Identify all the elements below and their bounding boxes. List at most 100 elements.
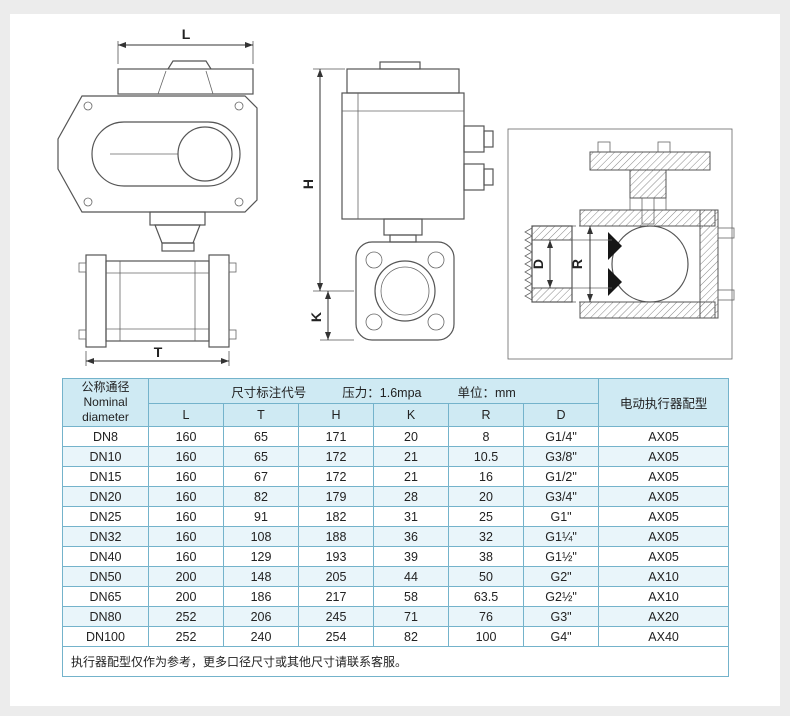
cell-dn: DN8 [62,426,149,447]
cell-L: 252 [148,606,224,627]
nominal-en-2: diameter [82,410,129,424]
bolt-head [228,329,237,340]
seat-seal [608,268,622,296]
side-view-drawing: H K [300,61,494,341]
cell-K: 82 [373,626,449,647]
mount-bracket [154,224,201,244]
cell-K: 31 [373,506,449,527]
col-header-l: L [148,403,224,427]
cell-K: 21 [373,466,449,487]
cell-T: 186 [223,586,299,607]
cell-R: 16 [448,466,524,487]
cell-L: 160 [148,426,224,447]
dim-letters-row: L T H K R D [63,403,729,427]
cover-detail-line [157,70,167,95]
mount-plate [149,211,206,226]
actuator-top-bump [167,60,212,70]
cell-H: 205 [298,566,374,587]
flange-bore-outer [374,260,436,322]
cell-actuator: AX10 [598,586,730,607]
cell-D: G3" [522,606,600,627]
cell-actuator: AX05 [598,446,730,467]
mount-plate-side [383,218,423,236]
cell-actuator: AX05 [598,426,730,447]
seat-seal [608,232,622,260]
cell-dn: DN80 [62,606,149,627]
cell-D: G3/8" [522,446,600,467]
indicator-window [91,121,241,187]
cell-dn: DN20 [62,486,149,507]
cell-K: 58 [373,586,449,607]
cell-H: 171 [298,426,374,447]
cell-actuator: AX40 [598,626,730,647]
bolt-head [78,262,87,273]
cell-K: 39 [373,546,449,567]
bracket-column-section [629,169,667,199]
cell-H: 254 [298,626,374,647]
thread-profile [524,227,533,301]
cell-D: G4" [522,626,600,647]
bracket-bolt [597,141,611,153]
cable-gland-tip [483,130,494,148]
footnote: 执行器配型仅作为参考，更多口径尺寸或其他尺寸请联系客服。 [61,646,730,677]
cell-actuator: AX05 [598,486,730,507]
cable-gland [463,163,485,191]
cell-R: 25 [448,506,524,527]
cell-H: 217 [298,586,374,607]
cell-D: G1" [522,506,600,527]
cell-R: 20 [448,486,524,507]
cell-L: 160 [148,486,224,507]
dim-d-label: D [530,259,546,269]
col-header-nominal-diameter: 公称通径 Nominal diameter [62,378,149,427]
col-header-d: D [522,403,600,427]
col-header-actuator-model: 电动执行器配型 [598,378,730,427]
cell-L: 252 [148,626,224,647]
cell-D: G1/2" [522,466,600,487]
cell-dn: DN25 [62,506,149,527]
cell-T: 206 [223,606,299,627]
cell-D: G1¼" [522,526,600,547]
stem-neck-side [389,234,417,243]
threaded-end-wall [531,287,573,303]
cell-T: 91 [223,506,299,527]
cell-H: 182 [298,506,374,527]
cell-K: 36 [373,526,449,547]
cell-T: 240 [223,626,299,647]
stem-neck [161,242,195,252]
cell-H: 188 [298,526,374,547]
bracket-bolt [657,141,671,153]
cell-K: 44 [373,566,449,587]
dim-h-label: H [300,179,316,189]
cell-L: 160 [148,546,224,567]
cell-H: 179 [298,486,374,507]
cell-H: 193 [298,546,374,567]
cell-dn: DN65 [62,586,149,607]
cell-R: 32 [448,526,524,547]
threaded-end-wall [531,225,573,241]
cell-D: G2" [522,566,600,587]
cell-dn: DN32 [62,526,149,547]
cell-K: 28 [373,486,449,507]
technical-drawings: L [57,26,735,366]
cell-actuator: AX05 [598,526,730,547]
cell-R: 38 [448,546,524,567]
end-cap-section [699,209,719,319]
cell-R: 10.5 [448,446,524,467]
dim-l-label: L [182,26,191,42]
housing-screw [234,101,244,111]
actuator-top-cover [117,68,254,95]
cell-dn: DN100 [62,626,149,647]
cell-T: 148 [223,566,299,587]
cell-D: G3/4" [522,486,600,507]
cell-actuator: AX05 [598,466,730,487]
bracket-plate-section [589,151,711,171]
cell-actuator: AX05 [598,546,730,567]
actuator-cover-side [346,68,460,94]
